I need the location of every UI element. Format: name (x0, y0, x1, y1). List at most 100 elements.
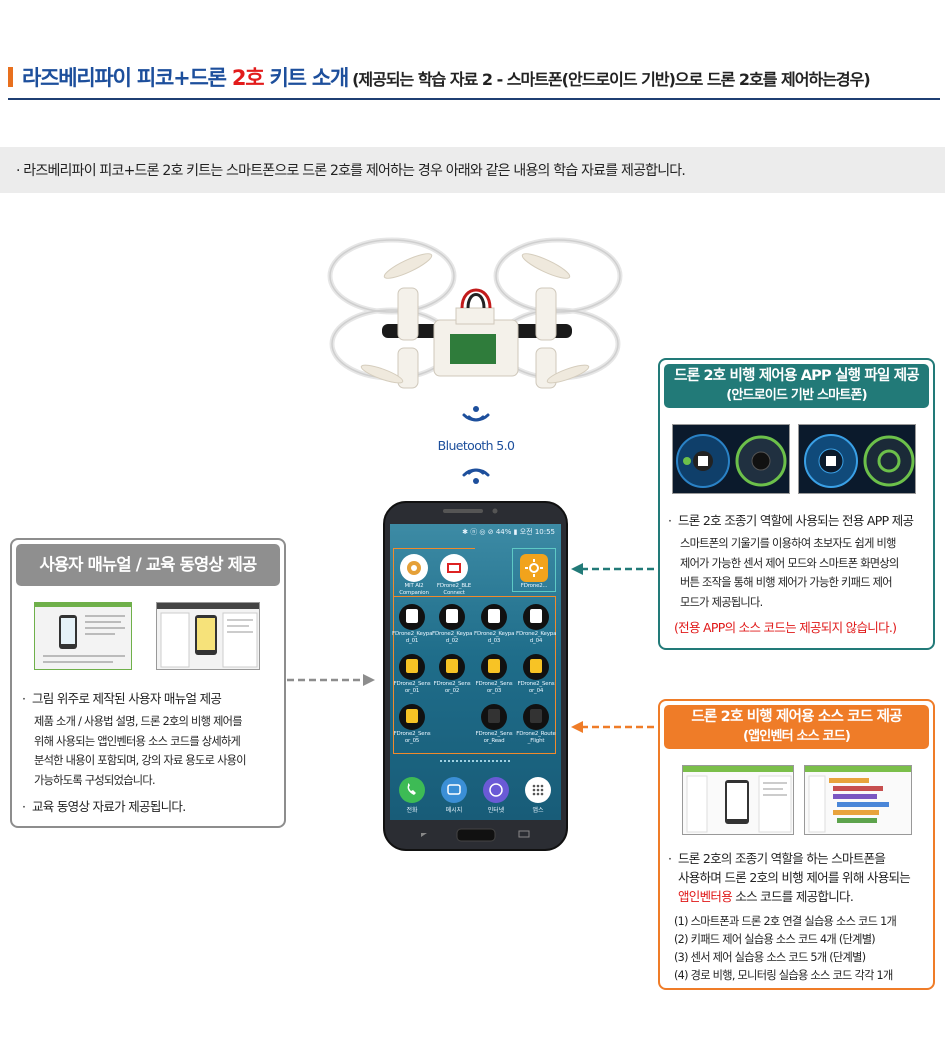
apps-grid-icon[interactable] (525, 777, 551, 803)
app-keypad-2[interactable]: FDrone2_Keypa d_02 (432, 604, 472, 645)
dock-label: 전화 (406, 807, 418, 814)
internet-app-icon[interactable] (483, 777, 509, 803)
list-item: (1) 스마트폰과 드론 2호 연결 실습용 소스 코드 1개 (674, 915, 897, 928)
list-item: (3) 센서 제어 실습용 소스 코드 5개 (단계별) (674, 951, 866, 964)
manual-video-box: 사용자 매뉴얼 / 교육 동영상 제공 ·그림 위주로 제작된 사용자 매뉴얼 … (10, 538, 286, 828)
app-bullet-text: 드론 2호 조종기 역할에 사용되는 전용 APP 제공 (678, 513, 914, 528)
arrow-app-to-phone (571, 563, 659, 575)
code-box-heading-line2: (앱인벤터 소스 코드) (742, 729, 851, 744)
keypad-app-icon (399, 604, 425, 630)
keypad-app-icon (523, 604, 549, 630)
app-route-flight[interactable]: FDrone2_Route _Flight (516, 704, 556, 745)
page-title: 라즈베리파이 피코+드론 2호 키트 소개(제공되는 학습 자료 2 - 스마트… (22, 62, 871, 92)
app-label: FDrone2_Sens or_01 (393, 681, 431, 694)
app-label: FDrone2_Sens or_03 (475, 681, 513, 694)
app-box-heading: 드론 2호 비행 제어용 APP 실행 파일 제공 (안드로이드 기반 스마트폰… (664, 364, 929, 408)
sensor-app-icon (523, 654, 549, 680)
app-sensor-4[interactable]: FDrone2_Sens or_04 (516, 654, 556, 695)
status-bar: ✱ ⓝ ◎ ⊘ 44% ▮ 오전 10:55 (462, 528, 555, 536)
list-item: (4) 경로 비행, 모니터링 실습용 소스 코드 각각 1개 (674, 969, 893, 982)
app-label: MIT AI2 Companion (399, 583, 429, 596)
list-item: (2) 키패드 제어 실습용 소스 코드 4개 (단계별) (674, 933, 876, 946)
code-box-heading: 드론 2호 비행 제어용 소스 코드 제공 (앱인벤터 소스 코드) (664, 705, 929, 749)
app-keypad-1[interactable]: FDrone2_Keypa d_01 (392, 604, 432, 645)
app-box-heading-line2: (안드로이드 기반 스마트폰) (726, 388, 867, 403)
app-label: FDrone2_Keypa d_03 (474, 631, 515, 644)
sensor-read-app-icon (481, 704, 507, 730)
app-file-box: 드론 2호 비행 제어용 APP 실행 파일 제공 (안드로이드 기반 스마트폰… (658, 358, 935, 650)
sensor-app-icon (399, 704, 425, 730)
app-keypad-4[interactable]: FDrone2_Keypa d_04 (516, 604, 556, 645)
intro-band: · 라즈베리파이 피코+드론 2호 키트는 스마트폰으로 드론 2호를 제어하는… (0, 147, 945, 193)
app-label: FDrone2_Keypa d_01 (392, 631, 433, 644)
app-sensor-2[interactable]: FDrone2_Sens or_02 (432, 654, 472, 695)
app-screenshot-1 (672, 424, 790, 494)
code-screenshot-2 (804, 765, 912, 835)
code-bullet-highlight: 앱인벤터용 (678, 889, 733, 904)
route-flight-app-icon (523, 704, 549, 730)
phone-app-icon[interactable] (399, 777, 425, 803)
code-bullet: ·드론 2호의 조종기 역할을 하는 스마트폰을 사용하며 드론 2호의 비행 … (668, 851, 911, 904)
mit-ai2-icon (400, 554, 428, 582)
manual-screenshot-1 (34, 602, 132, 670)
manual-bullet-1-text: 그림 위주로 제작된 사용자 매뉴얼 제공 (32, 691, 222, 706)
keypad-app-icon (481, 604, 507, 630)
app-label: FDrone2_Keypa d_02 (432, 631, 473, 644)
sensor-app-icon (481, 654, 507, 680)
desc-line: 버튼 조작을 통해 비행 제어가 가능한 키패드 제어 (680, 576, 893, 589)
page-subtitle: (제공되는 학습 자료 2 - 스마트폰(안드로이드 기반)으로 드론 2호를 … (352, 70, 871, 89)
keypad-app-icon (439, 604, 465, 630)
drone-image (327, 237, 623, 389)
code-screenshot-1 (682, 765, 794, 835)
app-label: FDrone2_BLE Connect (436, 583, 472, 596)
app-bullet: ·드론 2호 조종기 역할에 사용되는 전용 APP 제공 (668, 513, 914, 528)
manual-screenshot-2 (156, 602, 260, 670)
app-mit-ai2[interactable]: MIT AI2 Companion (394, 554, 434, 597)
page-header: 라즈베리파이 피코+드론 2호 키트 소개(제공되는 학습 자료 2 - 스마트… (8, 62, 940, 100)
manual-description: 제품 소개 / 사용법 설명, 드론 2호의 비행 제어를 위해 사용되는 앱인… (34, 712, 247, 790)
app-sensor-read[interactable]: FDrone2_Sens or_Read (474, 704, 514, 745)
app-description: 스마트폰의 기울기를 이용하여 초보자도 쉽게 비행 제어가 가능한 센서 제어… (680, 534, 899, 612)
intro-text: · 라즈베리파이 피코+드론 2호 키트는 스마트폰으로 드론 2호를 제어하는… (16, 163, 686, 179)
app-label: FDrone2_Sens or_05 (393, 731, 431, 744)
desc-line: 분석한 내용이 포함되며, 강의 자료 용도로 사용이 (34, 754, 247, 767)
code-list: (1) 스마트폰과 드론 2호 연결 실습용 소스 코드 1개 (2) 키패드 … (674, 913, 897, 985)
arrow-code-to-phone (571, 721, 659, 733)
app-keypad-3[interactable]: FDrone2_Keypa d_03 (474, 604, 514, 645)
message-app-icon[interactable] (441, 777, 467, 803)
title-part1: 라즈베리파이 피코+드론 (22, 66, 232, 90)
app-label: FDrone2_Route _Flight (516, 731, 556, 744)
app-screenshot-2 (798, 424, 916, 494)
code-bullet-tail: 소스 코드를 제공합니다. (732, 889, 854, 904)
app-sensor-5[interactable]: FDrone2_Sens or_05 (392, 704, 432, 745)
desc-line: 위해 사용되는 앱인벤터용 소스 코드를 상세하게 (34, 734, 241, 748)
dock-label: 메시지 (445, 807, 463, 814)
signal-up-icon (462, 468, 490, 484)
dock-label: 인터넷 (487, 807, 505, 814)
app-label: FDrone2_Keypa d_04 (516, 631, 557, 644)
signal-down-icon (462, 406, 490, 422)
dock-label: 앱스 (532, 807, 544, 814)
app-ble-connect[interactable]: FDrone2_BLE Connect (434, 554, 474, 597)
desc-line: 가능하도록 구성되었습니다. (34, 773, 156, 787)
control-app-icon (520, 554, 548, 582)
app-label: FDrone2... (520, 583, 548, 589)
app-label: FDrone2_Sens or_02 (433, 681, 471, 694)
code-bullet-line: 드론 2호의 조종기 역할을 하는 스마트폰을 (678, 851, 886, 866)
source-highlight-box (393, 596, 556, 754)
title-highlight: 2호 (231, 66, 265, 90)
app-note: (전용 APP의 소스 코드는 제공되지 않습니다.) (674, 620, 897, 635)
manual-bullet-1: ·그림 위주로 제작된 사용자 매뉴얼 제공 (22, 691, 222, 706)
title-part2: 키트 소개 (263, 66, 349, 90)
desc-line: 스마트폰의 기울기를 이용하여 초보자도 쉽게 비행 (680, 537, 896, 550)
app-fdrone2-control[interactable]: FDrone2... (514, 554, 554, 590)
app-sensor-3[interactable]: FDrone2_Sens or_03 (474, 654, 514, 695)
header-accent-bar (8, 67, 13, 87)
code-bullet-line: 사용하며 드론 2호의 비행 제어를 위해 사용되는 (678, 870, 911, 885)
desc-line: 제품 소개 / 사용법 설명, 드론 2호의 비행 제어를 (34, 715, 243, 728)
sensor-app-icon (399, 654, 425, 680)
code-box-heading-line1: 드론 2호 비행 제어용 소스 코드 제공 (691, 709, 902, 725)
desc-line: 제어가 가능한 센서 제어 모드와 스마트폰 화면상의 (680, 556, 899, 570)
page-indicator (440, 760, 510, 762)
app-sensor-1[interactable]: FDrone2_Sens or_01 (392, 654, 432, 695)
